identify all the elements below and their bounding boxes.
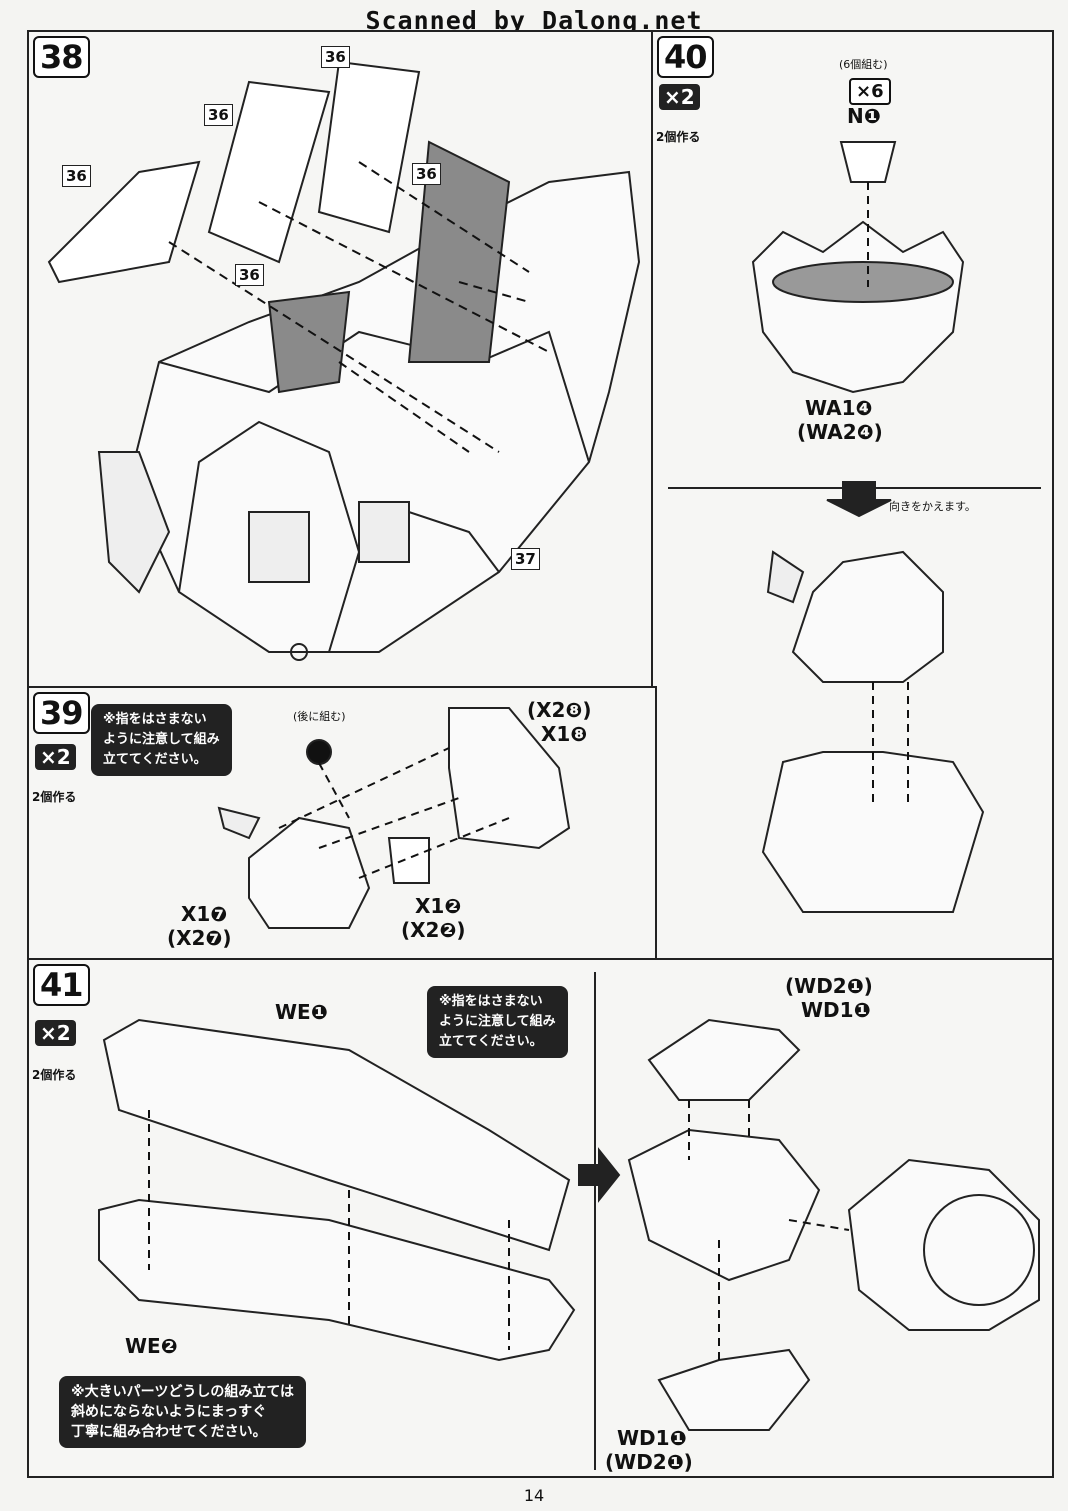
part-ref-36: 36 (321, 46, 350, 68)
six-multiplier: ×6 (849, 78, 891, 105)
multiplier-badge: ×2 (35, 1020, 76, 1046)
step-41-illustration (98, 972, 1040, 1470)
part-ref-36: 36 (204, 104, 233, 126)
note-line: ※指をはさまない (103, 712, 207, 727)
multiplier-badge: ×2 (659, 84, 700, 110)
step-38-illustration (47, 60, 641, 661)
part-label: WD1❶ (801, 998, 871, 1022)
part-label: (X2❷) (401, 918, 466, 942)
step-number: 40 (657, 36, 714, 78)
part-ref-37: 37 (511, 548, 540, 570)
step-39-illustration (217, 707, 571, 929)
six-make-label: (6個組む) (839, 58, 888, 71)
note-line: 立ててください。 (103, 752, 207, 767)
turn-around-note: 向きをかえます。 (889, 500, 976, 513)
note-line: 丁寧に組み合わせてください。 (71, 1424, 267, 1440)
part-label: WD1❶ (617, 1426, 687, 1450)
part-label: X1❽ (541, 722, 588, 746)
part-ref-36: 36 (235, 264, 264, 286)
multiplier-badge: ×2 (35, 744, 76, 770)
part-label-wa2: (WA2❹) (797, 420, 883, 444)
part-label: (WD2❶) (605, 1450, 693, 1474)
note-line: 斜めにならないようにまっすぐ (71, 1404, 267, 1420)
caution-note: ※指をはさまない ように注意して組み 立ててください。 (427, 986, 568, 1058)
part-label: X1❷ (415, 894, 462, 918)
make-two-label: 2個作る (656, 130, 701, 144)
part-label: (X2❼) (167, 926, 232, 950)
note-line: ように注意して組み (103, 732, 220, 747)
step-number: 41 (33, 964, 90, 1006)
note-line: ※指をはさまない (439, 994, 543, 1009)
note-line: ように注意して組み (439, 1014, 556, 1029)
page-number: 14 (523, 1486, 545, 1505)
part-label-we2: WE❷ (125, 1334, 178, 1358)
step-41-panel: 41 ×2 2個作る ※指をはさまない ように注意して組み 立ててください。 ※… (27, 958, 1054, 1478)
part-label: (WD2❶) (785, 974, 873, 998)
step-38-panel: 38 36 36 36 36 36 37 (27, 30, 657, 688)
step-40-illustration (668, 141, 1041, 913)
make-two-label: 2個作る (32, 790, 77, 804)
assembly-note: ※大きいパーツどうしの組み立ては 斜めにならないようにまっすぐ 丁寧に組み合わせ… (59, 1376, 307, 1448)
part-label-we1: WE❶ (275, 1000, 328, 1024)
attach-later-label: (後に組む) (293, 710, 346, 723)
step-40-panel: 40 ×2 2個作る (6個組む) ×6 N❶ WA1❹ (WA2❹) 向きをか… (651, 30, 1054, 960)
step-number: 39 (33, 692, 90, 734)
part-ref-36: 36 (62, 165, 91, 187)
part-label: X1❼ (181, 902, 228, 926)
caution-note: ※指をはさまない ように注意して組み 立ててください。 (91, 704, 232, 776)
part-label: (X2❽) (527, 698, 592, 722)
part-label-n1: N❶ (847, 104, 881, 128)
part-label-wa1: WA1❹ (805, 396, 873, 420)
make-two-label: 2個作る (32, 1068, 77, 1082)
note-line: 立ててください。 (439, 1034, 543, 1049)
step-number: 38 (33, 36, 90, 78)
part-ref-36: 36 (412, 163, 441, 185)
step-39-panel: 39 ×2 2個作る ※指をはさまない ように注意して組み 立ててください。 (… (27, 686, 657, 960)
note-line: ※大きいパーツどうしの組み立ては (71, 1384, 295, 1400)
